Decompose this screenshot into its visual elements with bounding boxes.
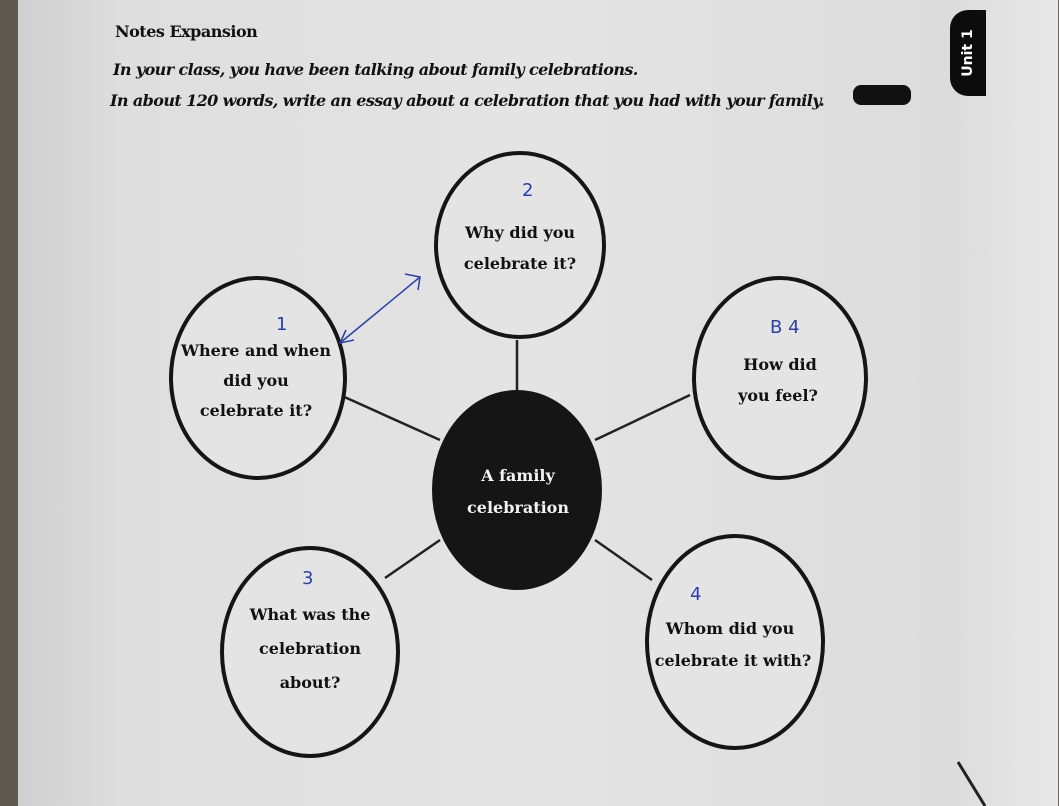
feel-line-1: How did	[743, 355, 817, 374]
handwritten-number-whom: 4	[690, 584, 701, 605]
where-line-3: celebrate it?	[200, 401, 312, 420]
node-center	[432, 390, 602, 590]
what-line-2: celebration	[259, 639, 361, 658]
reference-badge	[853, 85, 911, 105]
node-feel	[692, 276, 868, 480]
connector-where	[339, 393, 441, 442]
node-whom	[645, 534, 825, 750]
connector-what	[384, 538, 441, 580]
instruction-line-2: In about 120 words, write an essay about…	[110, 91, 825, 110]
feel-line-2: you feel?	[737, 386, 818, 405]
why-line-2: celebrate it?	[464, 254, 576, 273]
handwritten-arrow-icon	[338, 273, 421, 345]
instruction-line-1: In your class, you have been talking abo…	[113, 60, 638, 79]
handwritten-number-what: 3	[302, 568, 313, 589]
connector-feel	[594, 393, 691, 442]
what-line-3: about?	[280, 673, 341, 692]
unit-tab: Unit 1	[950, 10, 986, 96]
node-why	[434, 151, 606, 339]
connector-lines	[339, 340, 691, 582]
background-edge	[0, 0, 18, 806]
pen-mark	[956, 761, 987, 806]
handwritten-number-why: 2	[522, 180, 533, 201]
handwritten-number-where: 1	[276, 314, 287, 335]
section-title: Notes Expansion	[115, 22, 258, 41]
whom-line-1: Whom did you	[665, 619, 795, 638]
what-line-1: What was the	[249, 605, 371, 624]
node-where	[169, 276, 347, 480]
where-line-1: Where and when	[180, 341, 331, 360]
why-line-1: Why did you	[464, 223, 575, 242]
node-what	[220, 546, 400, 758]
whom-line-2: celebrate it with?	[655, 651, 812, 670]
center-line-2: celebration	[467, 498, 569, 517]
center-line-1: A family	[480, 466, 555, 485]
where-line-2: did you	[223, 371, 289, 390]
connector-whom	[594, 538, 653, 582]
handwritten-number-feel: B 4	[770, 317, 800, 338]
